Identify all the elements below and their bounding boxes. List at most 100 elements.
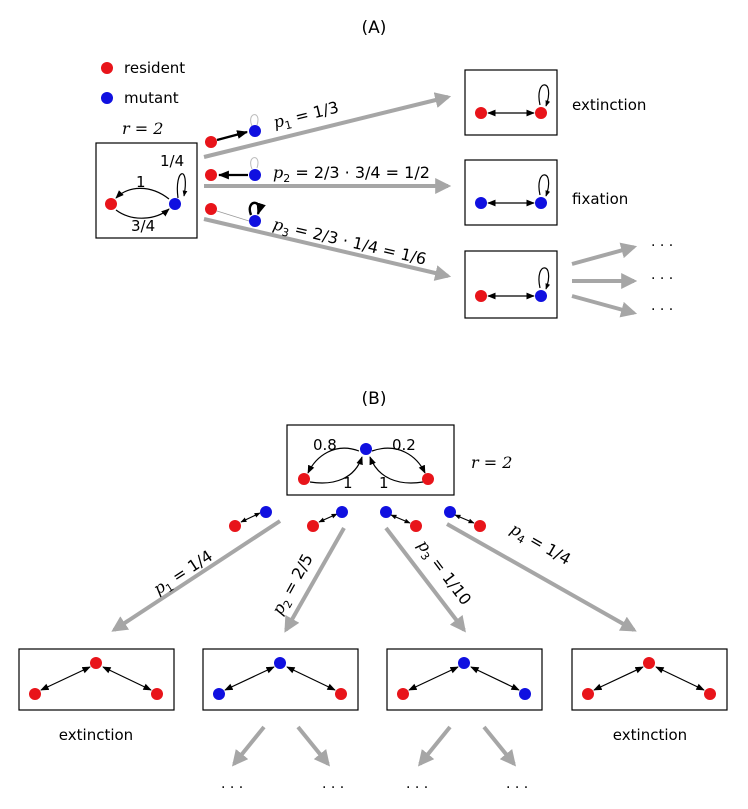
t3-mutant-node [380,506,392,518]
t1-probability: p1 = 1/3 [271,98,341,135]
edge-right-to-center [369,456,424,484]
transitions-a: p1 = 1/3 p2 = 2/3 · 3/4 = 1/2 p3 = 2/3 ·… [203,92,452,281]
panel-a: (A) resident mutant r = 2 1/4 1 3/4 [95,18,673,319]
edge-label: 0.8 [313,436,337,454]
edge-label-bottom: 3/4 [131,217,155,235]
mutant-node [535,197,547,209]
ellipsis: · · · [506,780,528,796]
t2-probability: p2 = 2/3 · 3/4 = 1/2 [273,163,430,185]
outcome-label: extinction [613,726,687,744]
outcome-label: extinction [572,96,646,114]
t1-resident-node [205,136,217,148]
t1-resident-node [229,520,241,532]
center-mutant-node [360,443,372,455]
t4-mutant-node [444,506,456,518]
mutant-node [475,197,487,209]
t3-resident-node [410,520,422,532]
edge-center-to-right [371,447,426,474]
mutant-node [535,290,547,302]
outcome-box-b1: extinction [18,648,175,744]
right-resident-node [422,473,434,485]
t1-mutant-node [260,506,272,518]
t3-edge-faded [216,210,250,222]
outcome-continue-a [464,250,558,319]
right-resident-node [151,688,163,700]
center-resident-node [90,657,102,669]
transitions-b: p1 = 1/4 p2 = 2/5 p3 = 1/10 p4 = 1/4 [111,519,637,633]
outcome-extinction-a: extinction [464,69,646,136]
ellipsis: · · · [221,780,243,796]
ellipsis: · · · [406,780,428,796]
panel-b-label: (B) [362,389,387,409]
t1-transition-arrow [111,519,282,632]
edge-resident-to-mutant [115,208,170,219]
self-loop [538,174,551,197]
initial-graph-box [95,142,198,239]
continuation-arrow [482,725,517,767]
edge-label-to-resident: 1 [136,173,146,191]
ellipsis: · · · [651,302,673,318]
mutant-node [169,198,181,210]
outcome-label: fixation [572,190,628,208]
outcome-box-b4: extinction [571,648,728,744]
continuation-arrow [296,725,331,767]
t4-edge [454,514,475,524]
t3-transition-arrow [384,526,466,633]
t1-transition-arrow [203,92,452,159]
legend-mutant-dot [101,92,113,104]
t4-resident-node [474,520,486,532]
t1-probability: p1 = 1/4 [150,546,218,601]
panel-b: (B) 0.8 0.2 1 1 r = 2 [18,389,728,796]
t1-reproduction-arrow [216,130,249,142]
initial-graph-b: 0.8 0.2 1 1 r = 2 [286,424,512,496]
edge-left-to-center [309,456,363,484]
right-mutant-node [519,688,531,700]
ellipsis: · · · [651,271,673,287]
t1-edge [240,512,261,523]
center-mutant-node [274,657,286,669]
resident-node [105,198,117,210]
panel-a-r-label: r = 2 [122,119,163,138]
edge-mutant-to-resident [115,187,170,200]
outcome-label: extinction [59,726,133,744]
t2-self-loop-faded [250,157,259,170]
legend-mutant-label: mutant [124,89,179,107]
edge-label-self-loop: 1/4 [160,152,184,170]
t3-mutant-node [249,215,261,227]
t2-mutant-node [336,506,348,518]
self-loop [538,267,551,290]
panel-b-r-label: r = 2 [471,453,512,472]
left-resident-node [397,688,409,700]
self-loop-mutant [176,173,188,199]
left-resident-node [29,688,41,700]
outcome-box-b3 [386,648,543,711]
t3-transition-arrow [203,217,452,281]
t3-self-loop-bold [248,201,266,216]
continuation-arrow [417,725,452,767]
t3-probability: p3 = 2/3 · 1/4 = 1/6 [270,214,428,271]
t3-resident-node [205,203,217,215]
continuation-arrow [231,725,266,767]
right-resident-node [704,688,716,700]
left-resident-node [298,473,310,485]
t1-self-loop-faded [250,114,259,127]
center-resident-node [643,657,655,669]
edge-label: 1 [379,474,389,492]
t3-edge [390,514,411,524]
continuation-b: · · · · · · · · · · · · [221,725,528,796]
left-mutant-node [213,688,225,700]
continuation-arrow-down [571,294,638,318]
legend-resident-dot [101,62,113,74]
continuation-a: · · · · · · · · · [571,238,673,318]
initial-graph-a: 1/4 1 3/4 [95,142,198,239]
edge-label: 1 [343,474,353,492]
ellipsis: · · · [651,238,673,254]
resident-node [535,107,547,119]
t4-transition-arrow [446,522,637,632]
resident-node [475,290,487,302]
left-resident-node [582,688,594,700]
t2-edge [318,513,338,523]
legend-resident-label: resident [124,59,185,77]
outcome-fixation-a: fixation [464,159,628,226]
